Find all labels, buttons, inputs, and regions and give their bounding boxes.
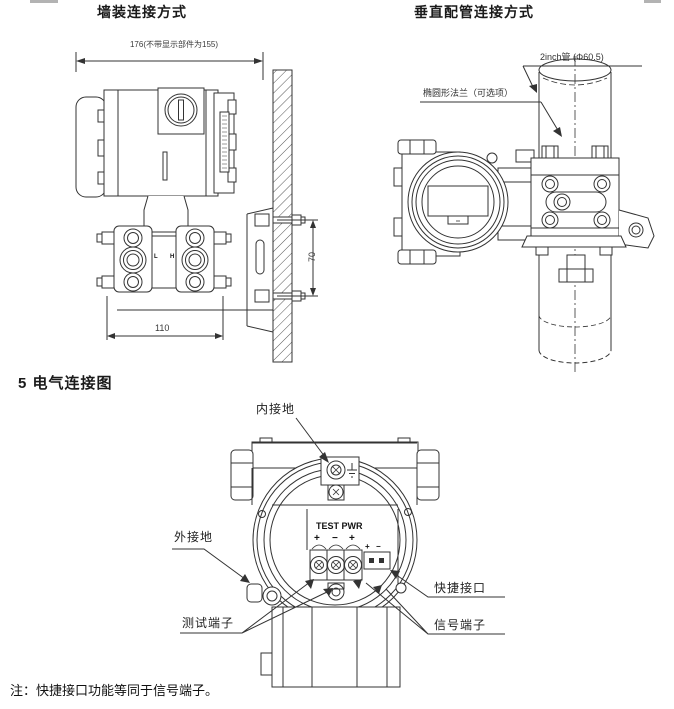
section-heading: 5 电气连接图 bbox=[18, 375, 113, 392]
width-dimension: 176(不带显示部件为155) bbox=[129, 40, 219, 49]
wall-mount-drawing bbox=[75, 52, 318, 363]
connector-plus-sign: + bbox=[365, 542, 370, 551]
page-edge-artifact-right bbox=[644, 0, 661, 3]
oval-flange-label: 椭圆形法兰（可选项） bbox=[423, 88, 514, 98]
bracket-dimension: 70 bbox=[307, 251, 318, 262]
wall-mount-title: 墙装连接方式 bbox=[97, 4, 187, 20]
high-port-mark: H bbox=[170, 254, 175, 260]
inner-ground-label: 内接地 bbox=[256, 402, 296, 416]
pipe-mount-drawing bbox=[393, 56, 655, 372]
terminal-title: TEST PWR bbox=[316, 521, 363, 531]
pipe-mount-title: 垂直配管连接方式 bbox=[414, 4, 534, 20]
signal-terminal-label: 信号端子 bbox=[434, 618, 487, 632]
pipe-size-label: 2inch管 (Φ60.5) bbox=[540, 52, 604, 62]
electrical-drawing bbox=[172, 417, 505, 688]
pwr-plus-sign: + bbox=[349, 533, 355, 544]
footnote: 注：快捷接口功能等同于信号端子。 bbox=[10, 683, 219, 698]
test-terminal-label: 测试端子 bbox=[182, 616, 235, 630]
low-port-mark: L bbox=[154, 254, 158, 260]
flange-dimension: 110 bbox=[155, 323, 170, 333]
page-edge-artifact-left bbox=[30, 0, 58, 3]
outer-ground-label: 外接地 bbox=[174, 530, 214, 544]
test-plus-sign: + bbox=[314, 533, 320, 544]
quick-port-label: 快捷接口 bbox=[434, 581, 487, 595]
connector-minus-sign: − bbox=[376, 542, 381, 551]
shared-minus-sign: − bbox=[332, 533, 338, 544]
